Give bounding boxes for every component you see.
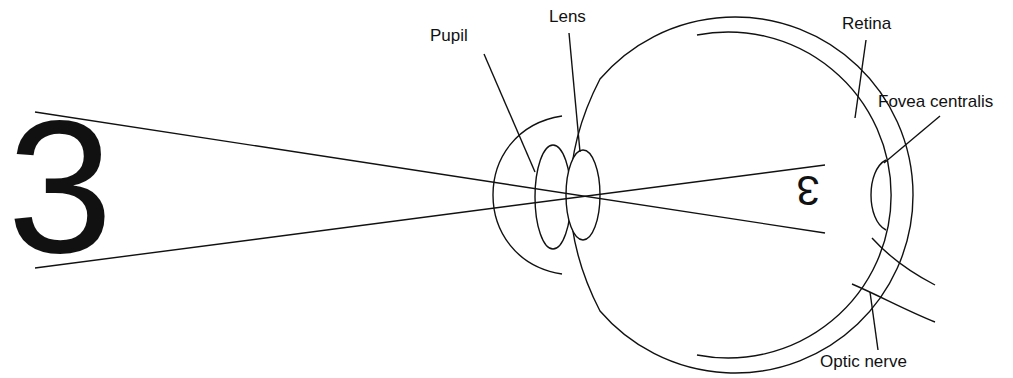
leader-line (569, 33, 580, 152)
leader-line (855, 40, 866, 118)
object-digit: 3 (7, 91, 113, 281)
optic-nerve (872, 238, 935, 285)
part-label: Retina (842, 14, 891, 34)
fovea-bump (871, 160, 886, 230)
leader-line (884, 116, 940, 163)
part-label: Pupil (430, 26, 468, 46)
eyeball-outline (570, 17, 913, 373)
part-label: Optic nerve (820, 352, 907, 372)
leader-line (870, 292, 878, 350)
image-digit: 3 (796, 169, 819, 211)
part-label: Lens (549, 7, 586, 27)
leader-line (484, 54, 535, 172)
part-label: Fovea centralis (878, 92, 993, 112)
light-ray (35, 165, 825, 268)
light-ray (35, 112, 825, 233)
retina-arc (697, 32, 891, 358)
optic-nerve (852, 284, 935, 322)
